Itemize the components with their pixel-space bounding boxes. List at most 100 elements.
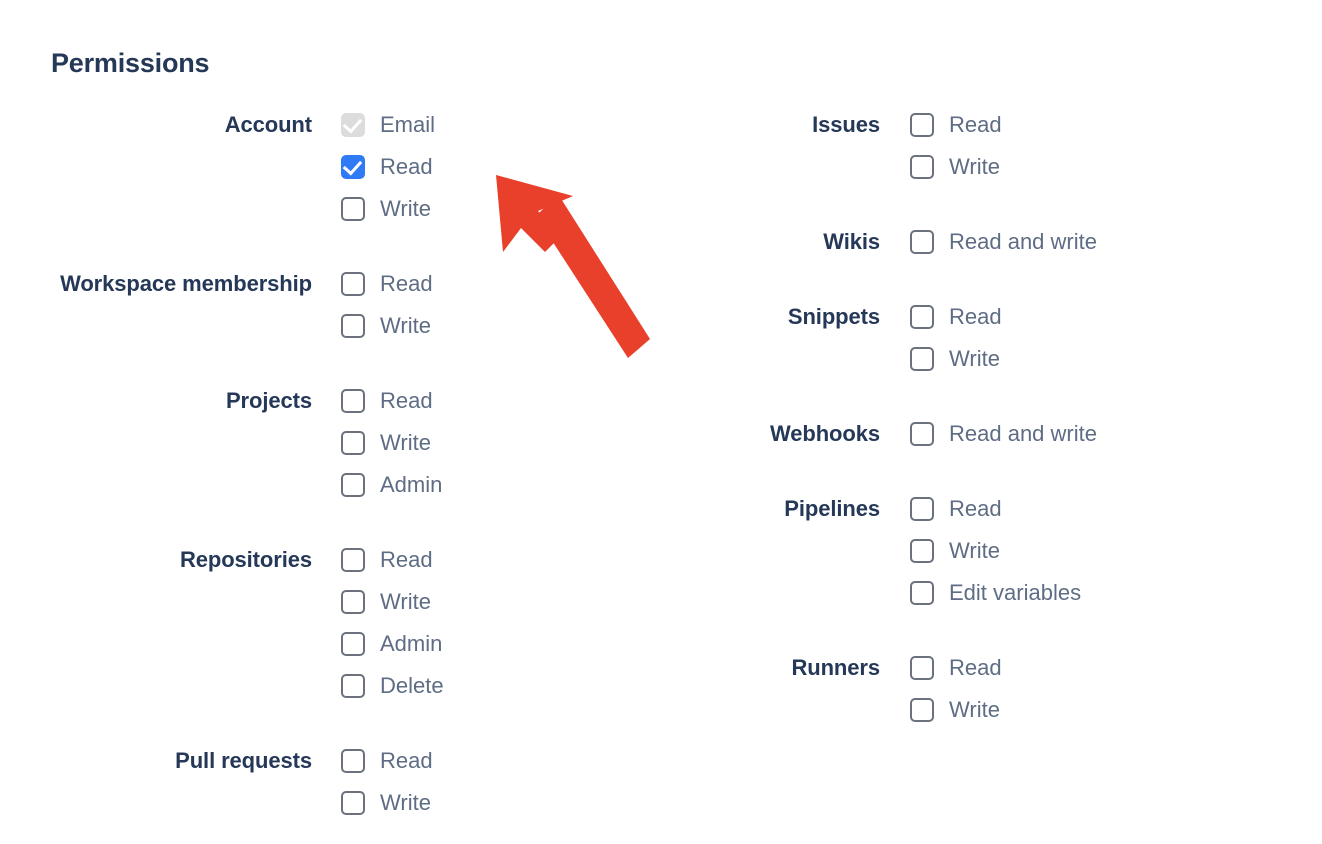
permission-option-label: Write — [380, 196, 431, 221]
permission-option-label: Admin — [380, 472, 443, 497]
permission-option[interactable]: Read — [341, 146, 660, 188]
permission-option-label: Write — [949, 154, 1000, 179]
checkbox-unchecked[interactable] — [341, 548, 365, 572]
permission-option[interactable]: Read — [341, 380, 660, 422]
permission-option[interactable]: Write — [341, 422, 660, 464]
checkbox-unchecked[interactable] — [910, 656, 934, 680]
permission-option[interactable]: Write — [910, 146, 1322, 188]
permission-group-label: Pull requests — [175, 748, 312, 773]
permission-group-label: Wikis — [823, 229, 880, 254]
checkbox-unchecked[interactable] — [341, 590, 365, 614]
permission-option-label: Write — [380, 589, 431, 614]
checkbox-unchecked[interactable] — [341, 272, 365, 296]
permission-option[interactable]: Read and write — [910, 221, 1322, 263]
permission-group-label: Pipelines — [784, 496, 880, 521]
checkbox-unchecked[interactable] — [910, 155, 934, 179]
permission-option[interactable]: Read and write — [910, 413, 1322, 455]
permission-group-label: Issues — [812, 112, 880, 137]
checkbox-unchecked[interactable] — [910, 497, 934, 521]
permission-option-label: Write — [380, 313, 431, 338]
permission-option-label: Read — [949, 112, 1002, 137]
permission-option[interactable]: Delete — [341, 665, 660, 707]
checkbox-unchecked[interactable] — [910, 305, 934, 329]
permission-option-label: Read — [380, 388, 433, 413]
checkbox-disabled-checked — [341, 113, 365, 137]
checkbox-unchecked[interactable] — [341, 473, 365, 497]
checkbox-unchecked[interactable] — [341, 791, 365, 815]
permission-option[interactable]: Edit variables — [910, 572, 1322, 614]
permission-option[interactable]: Write — [341, 305, 660, 347]
permission-option-label: Read — [380, 271, 433, 296]
permission-option[interactable]: Read — [341, 740, 660, 782]
checkbox-unchecked[interactable] — [910, 347, 934, 371]
permission-option[interactable]: Write — [341, 782, 660, 824]
permission-option[interactable]: Admin — [341, 623, 660, 665]
checkbox-unchecked[interactable] — [910, 698, 934, 722]
checkbox-unchecked[interactable] — [910, 113, 934, 137]
checkbox-unchecked[interactable] — [341, 749, 365, 773]
permission-option[interactable]: Read — [910, 296, 1322, 338]
permission-option-label: Write — [380, 430, 431, 455]
permission-option-label: Read — [380, 748, 433, 773]
checkbox-unchecked[interactable] — [341, 632, 365, 656]
permission-group-options: Read and write — [910, 413, 1322, 455]
checkbox-unchecked[interactable] — [910, 422, 934, 446]
checkbox-unchecked[interactable] — [341, 197, 365, 221]
permission-option[interactable]: Write — [341, 581, 660, 623]
permission-option-label: Read and write — [949, 421, 1097, 446]
permission-option-label: Edit variables — [949, 580, 1082, 605]
permission-option-label: Write — [949, 346, 1000, 371]
permission-option-label: Delete — [380, 673, 444, 698]
permission-group: Wikis Read and write — [660, 221, 1322, 263]
checkbox-unchecked[interactable] — [341, 431, 365, 455]
checkbox-unchecked[interactable] — [341, 314, 365, 338]
permission-option-label: Read and write — [949, 229, 1097, 254]
permission-option[interactable]: Read — [910, 488, 1322, 530]
permission-option-label: Read — [949, 496, 1002, 521]
permission-group-label: Projects — [225, 388, 312, 413]
permission-option[interactable]: Write — [341, 188, 660, 230]
checkbox-unchecked[interactable] — [910, 539, 934, 563]
permission-option-label: Write — [949, 538, 1000, 563]
permission-option-label: Write — [949, 697, 1000, 722]
check-icon — [342, 113, 363, 134]
checkbox-unchecked[interactable] — [910, 581, 934, 605]
permission-option[interactable]: Read — [910, 104, 1322, 146]
permission-option-label: Read — [949, 304, 1002, 329]
permission-option[interactable]: Read — [341, 539, 660, 581]
permission-option-label: Admin — [380, 631, 443, 656]
checkbox-unchecked[interactable] — [341, 389, 365, 413]
permission-option[interactable]: Admin — [341, 464, 660, 506]
permission-option[interactable]: Write — [910, 689, 1322, 731]
checkbox-unchecked[interactable] — [341, 674, 365, 698]
permission-option[interactable]: Email — [341, 104, 660, 146]
permission-option[interactable]: Write — [910, 530, 1322, 572]
permission-option-label: Email — [380, 112, 436, 137]
check-icon — [342, 155, 363, 176]
permission-option[interactable]: Read — [910, 647, 1322, 689]
permission-option[interactable]: Write — [910, 338, 1322, 380]
permission-option-label: Read — [380, 547, 433, 572]
permission-option[interactable]: Read — [341, 263, 660, 305]
checkbox-unchecked[interactable] — [910, 230, 934, 254]
permission-option-label: Write — [380, 790, 431, 815]
checkbox-checked[interactable] — [341, 155, 365, 179]
permission-group-label: Workspace membership — [60, 271, 312, 296]
